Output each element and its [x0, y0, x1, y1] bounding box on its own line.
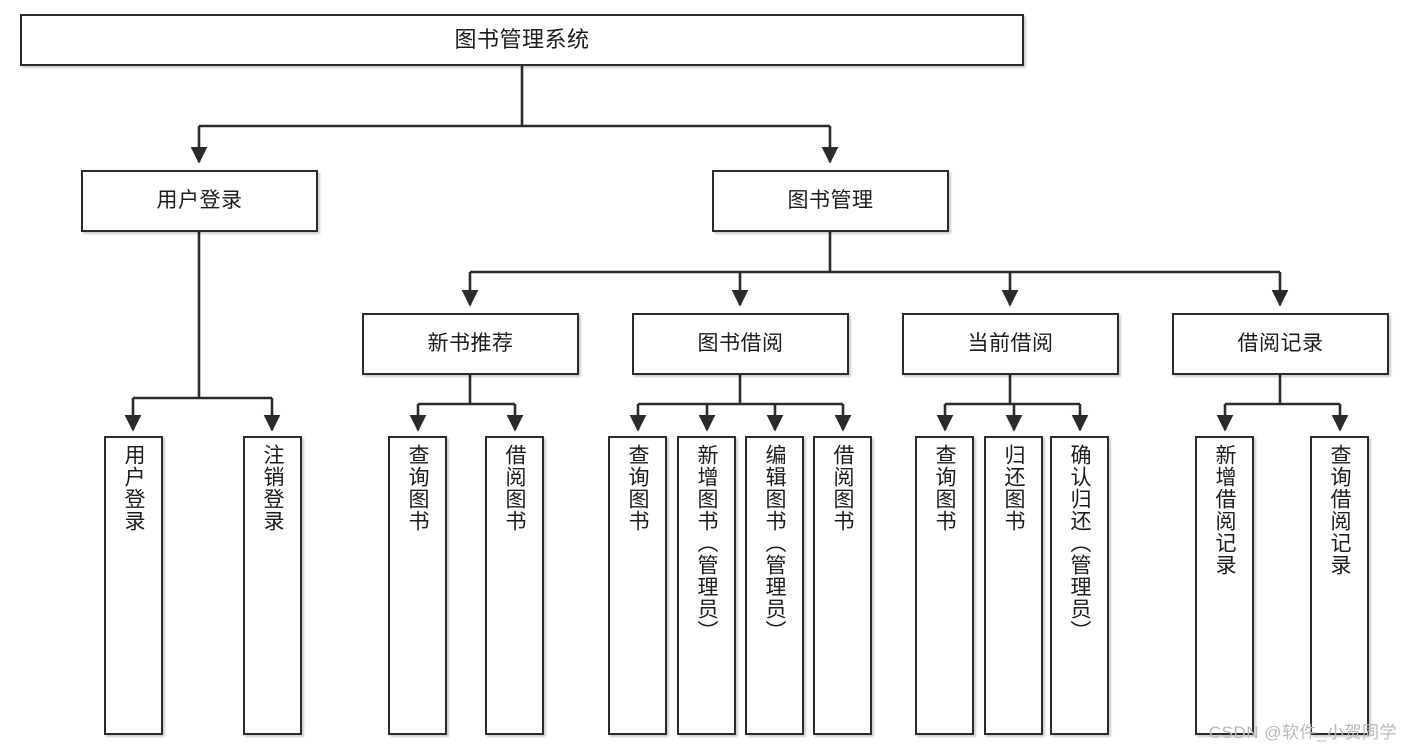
node-label: 查询图书: [626, 444, 650, 532]
leaf-new-book-borrow-book[interactable]: 借阅图书: [485, 436, 544, 735]
leaf-records-add-record[interactable]: 新增借阅记录: [1195, 436, 1254, 735]
node-label: 查询借阅记录: [1328, 444, 1352, 576]
node-label: 查询图书: [406, 444, 430, 532]
node-label: 查询图书: [933, 444, 957, 532]
node-label: 用户登录: [122, 444, 146, 532]
node-label: 新增借阅记录: [1213, 444, 1237, 576]
node-book-borrow[interactable]: 图书借阅: [632, 313, 849, 375]
leaf-user-login-login[interactable]: 用户登录: [104, 436, 163, 735]
node-label: 借阅记录: [1237, 331, 1324, 355]
leaf-current-query-book[interactable]: 查询图书: [915, 436, 974, 735]
node-current-borrow[interactable]: 当前借阅: [902, 313, 1119, 375]
node-label: 图书管理系统: [454, 27, 590, 53]
node-label: 借阅图书: [831, 444, 855, 532]
node-label: 图书借阅: [697, 331, 784, 355]
node-book-management[interactable]: 图书管理: [712, 170, 949, 232]
node-root-system[interactable]: 图书管理系统: [20, 14, 1024, 66]
csdn-watermark: CSDN @软件_小贺同学: [1208, 723, 1397, 742]
leaf-records-query-record[interactable]: 查询借阅记录: [1310, 436, 1369, 735]
leaf-borrow-query-book[interactable]: 查询图书: [608, 436, 667, 735]
node-label: 注销登录: [261, 444, 285, 532]
node-label: 新增图书（管理员）: [695, 444, 719, 642]
leaf-current-confirm-return-admin[interactable]: 确认归还（管理员）: [1050, 436, 1109, 735]
leaf-borrow-add-book-admin[interactable]: 新增图书（管理员）: [677, 436, 736, 735]
node-label: 借阅图书: [503, 444, 527, 532]
node-label: 确认归还（管理员）: [1068, 444, 1092, 642]
leaf-current-return-book[interactable]: 归还图书: [984, 436, 1043, 735]
leaf-borrow-borrow-book[interactable]: 借阅图书: [813, 436, 872, 735]
node-label: 图书管理: [787, 188, 874, 212]
leaf-new-book-query-book[interactable]: 查询图书: [388, 436, 447, 735]
node-user-login[interactable]: 用户登录: [81, 170, 318, 232]
node-label: 当前借阅: [967, 331, 1054, 355]
node-label: 编辑图书（管理员）: [763, 444, 787, 642]
node-new-book-recommend[interactable]: 新书推荐: [362, 313, 579, 375]
leaf-user-login-logout[interactable]: 注销登录: [243, 436, 302, 735]
node-label: 用户登录: [156, 188, 243, 212]
leaf-borrow-edit-book-admin[interactable]: 编辑图书（管理员）: [745, 436, 804, 735]
node-label: 归还图书: [1002, 444, 1026, 532]
node-borrow-records[interactable]: 借阅记录: [1172, 313, 1389, 375]
node-label: 新书推荐: [427, 331, 514, 355]
